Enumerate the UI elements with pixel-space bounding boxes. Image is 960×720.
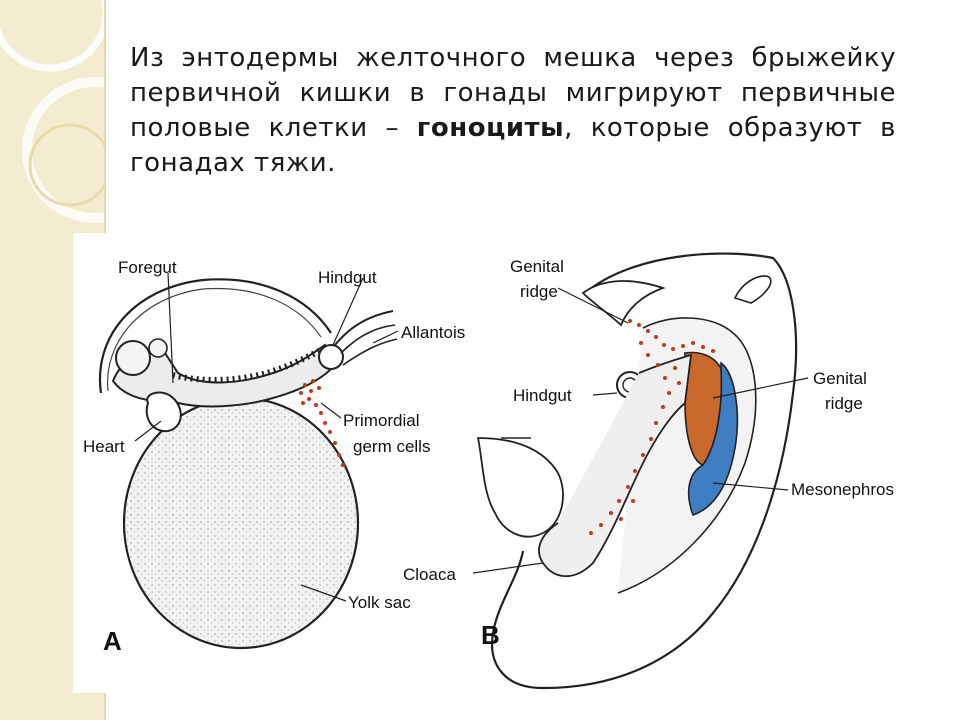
germ-cells-a: [299, 379, 345, 467]
label-foregut: Foregut: [118, 258, 177, 277]
label-hindgut-b: Hindgut: [513, 386, 572, 405]
label-genital-ridge-top-1: Genital: [510, 257, 564, 276]
embryology-figure-svg: Foregut Hindgut Allantois Primordial ger…: [83, 252, 894, 690]
slide-text-bold-term: гоноциты: [416, 113, 565, 143]
embryology-figure: Foregut Hindgut Allantois Primordial ger…: [73, 233, 925, 693]
panel-a-drawing: [98, 272, 399, 650]
label-mesonephros: Mesonephros: [791, 480, 894, 499]
slide-text-part2: , которые образуют в гонадах тяжи.: [130, 113, 896, 178]
label-heart: Heart: [83, 437, 125, 456]
label-genital-ridge-top-2: ridge: [520, 282, 558, 301]
panel-letter-a: A: [103, 626, 122, 656]
decorative-circles: [0, 0, 106, 223]
label-yolk-sac: Yolk sac: [348, 593, 411, 612]
slide-text: Из энтодермы желточного мешка через брыж…: [130, 41, 896, 181]
label-genital-ridge-right-2: ridge: [825, 394, 863, 413]
label-allantois: Allantois: [401, 323, 465, 342]
label-primordial-1: Primordial: [343, 411, 420, 430]
slide-text-part1: Из энтодермы желточного мешка через брыж…: [130, 43, 896, 143]
label-cloaca: Cloaca: [403, 565, 456, 584]
label-hindgut-a: Hindgut: [318, 268, 377, 287]
germ-cells-b: [589, 319, 715, 535]
yolk-sac-shape: [122, 396, 360, 650]
label-genital-ridge-right-1: Genital: [813, 369, 867, 388]
panel-letter-b: B: [481, 620, 500, 650]
label-primordial-2: germ cells: [353, 437, 430, 456]
mesonephros-shape: [687, 361, 739, 517]
panel-b-drawing: [472, 252, 809, 690]
